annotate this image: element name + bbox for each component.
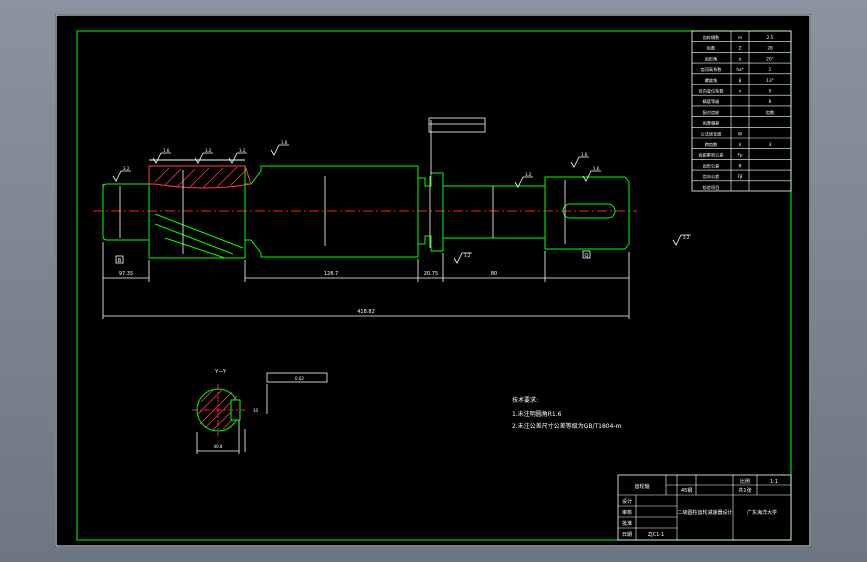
- table-cell: 8: [769, 99, 772, 104]
- gear-hatch: [148, 159, 252, 189]
- section-y-y: Y—Y 40.8 10 0.02: [192, 369, 328, 454]
- table-cell: 检验项目: [703, 184, 720, 191]
- section-title: Y—Y: [214, 369, 227, 375]
- dim-seg-small: 20.75: [424, 271, 438, 277]
- surface-mark-1: 3.2: [123, 166, 130, 171]
- dim-seg-left: 97.35: [119, 271, 133, 277]
- dimension-lines: [102, 170, 630, 319]
- table-cell: 齿距累积公差: [698, 152, 723, 159]
- table-cell: β: [739, 78, 742, 83]
- surface-mark-5: 1.6: [281, 140, 288, 145]
- date: 日期: [622, 532, 632, 538]
- table-cell: m: [738, 35, 742, 40]
- table-cell: 齿厚偏差: [703, 120, 720, 127]
- table-cell: 1.未注明圆角R1.6: [512, 410, 562, 418]
- table-cell: ff: [739, 163, 742, 168]
- table-cell: 配对齿轮: [703, 109, 721, 116]
- scale-value: 1:1: [770, 479, 778, 485]
- table-cell: 28: [767, 46, 773, 51]
- table-cell: 径向变位系数: [698, 88, 724, 95]
- dim-total-length: 418.82: [357, 309, 375, 315]
- drawn-by: 设计: [622, 498, 632, 505]
- table-cell: 3: [769, 142, 772, 147]
- section-tolerance: 0.02: [295, 376, 304, 381]
- table-cell: Fβ: [737, 174, 742, 179]
- table-cell: 齿向公差: [703, 173, 720, 180]
- table-cell: 齿顶高系数: [701, 66, 723, 73]
- table-cell: x: [739, 89, 742, 94]
- section-dim-depth: 10: [253, 408, 259, 413]
- table-cell: 螺旋角: [705, 77, 718, 84]
- approved-by: 批准: [622, 520, 632, 527]
- table-cell: Fp: [737, 153, 742, 158]
- table-cell: 齿数: [707, 45, 716, 52]
- surface-mark-2: 1.6: [163, 148, 170, 153]
- table-cell: 公法线长度: [701, 130, 723, 137]
- table-cell: Z: [739, 46, 742, 51]
- cad-drawing: 418.82 97.35 128.7 20.75 80 B Q 3.2 1.6 …: [55, 14, 811, 547]
- school-name: 广东海洋大学: [747, 509, 777, 516]
- surface-mark-8: 1.6: [581, 152, 588, 157]
- section-dim-width: 40.8: [214, 444, 223, 449]
- drawing-number: ZJC1-1: [648, 532, 665, 538]
- table-cell: 20°: [766, 56, 773, 61]
- surface-mark-3: 3.2: [205, 148, 212, 153]
- surface-mark-9: 3.2: [683, 235, 690, 240]
- dim-seg-mid: 128.7: [324, 271, 338, 277]
- table-cell: 13°: [766, 78, 773, 83]
- table-cell: 齿轮模数: [703, 34, 721, 41]
- surface-mark-6: 3.2: [464, 253, 471, 258]
- shaft-outline: [102, 165, 630, 259]
- table-cell: 1: [769, 67, 772, 72]
- surface-mark-7: 3.2: [525, 172, 532, 177]
- dim-seg-right: 80: [491, 271, 497, 277]
- drawing-sheet: 418.82 97.35 128.7 20.75 80 B Q 3.2 1.6 …: [55, 14, 811, 547]
- title-block: 齿轮轴 比例 1:1 45钢 共1张 设计 审核 批准 日期 ZJC1-1 二级…: [617, 474, 792, 541]
- surface-mark-10: 1.6: [593, 166, 600, 171]
- table-cell: ha*: [736, 67, 743, 72]
- inner-border: [76, 30, 792, 541]
- table-cell: α: [739, 56, 742, 61]
- table-cell: k: [739, 142, 742, 147]
- table-cell: 精度等级: [703, 98, 721, 105]
- project-name: 二级圆柱齿轮减速器设计: [677, 509, 732, 516]
- table-cell: 0: [769, 89, 772, 94]
- checked-by: 审核: [622, 509, 632, 516]
- gear-parameters-table: 齿轮模数 m 2.5 齿数 Z 28 齿形角 α 20° 齿顶高系数 ha* 1 螺旋角 β 13°…: [691, 30, 792, 192]
- surface-finish-marks: [112, 117, 691, 264]
- table-cell: 齿数: [766, 109, 775, 116]
- datum-q: Q: [585, 253, 589, 259]
- datum-b: B: [118, 258, 122, 264]
- table-cell: 2.未注公差尺寸公差等级为GB/T1804-m: [512, 422, 622, 430]
- sheet-count: 共1张: [738, 487, 751, 494]
- part-name: 齿轮轴: [634, 483, 649, 490]
- outer-border: [55, 14, 811, 547]
- technical-requirements: 技术要求: 1.未注明圆角R1.6 2.未注公差尺寸公差等级为GB/T1804-…: [512, 396, 622, 430]
- table-cell: 2.5: [767, 35, 774, 40]
- table-cell: 齿形角: [705, 55, 718, 62]
- table-cell: 齿形公差: [703, 162, 720, 169]
- material: 45钢: [681, 487, 692, 494]
- table-cell: 技术要求:: [512, 396, 538, 404]
- table-cell: 跨齿数: [705, 141, 718, 148]
- scale-label: 比例: [740, 478, 750, 485]
- surface-mark-4: 3.2: [239, 148, 246, 153]
- table-cell: W: [738, 131, 742, 136]
